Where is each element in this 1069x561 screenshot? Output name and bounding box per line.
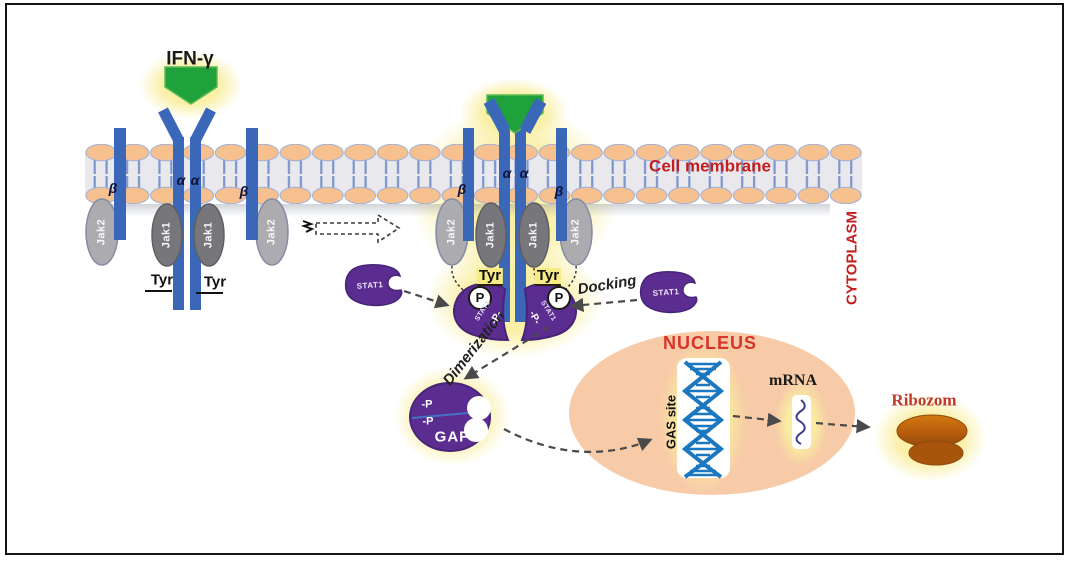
tyr-residue-label: Tyr [150,271,174,289]
receptor-beta-chain [246,128,258,240]
mrna-label: mRNA [769,372,817,389]
receptor-alpha-arm [483,98,511,134]
dna-strand [681,360,725,479]
cell-membrane-label: Cell membrane [649,156,771,176]
tyr-residue-label-active: Tyr [534,267,562,286]
active-receptor-complex [435,94,593,342]
alpha-chain-label: α [190,172,200,188]
activation-arrow [300,213,401,244]
gaf-notch [464,418,488,442]
inactive-receptor-complex [85,66,289,310]
gaf-notch [467,396,491,420]
tyr-residue-label-active: Tyr [476,267,504,286]
jak2-label: Jak2 [569,218,582,246]
jak1-label: Jak1 [527,221,540,249]
jak1-label: Jak1 [202,221,215,249]
tyr-residue-label: Tyr [203,273,227,291]
docking-arrow [569,297,638,313]
ribosome [896,414,968,466]
mrna-squiggle [795,399,806,445]
gaf-phospho-label: -P [422,415,434,428]
jak2-label: Jak2 [445,218,458,246]
gaf-label: GAF [434,428,470,446]
jak2-label: Jak2 [265,218,278,246]
beta-chain-label: β [239,183,249,199]
gaf-phospho-label: -P [421,398,433,411]
gas-site-label: GAS site [663,394,679,450]
transcription-arrow [732,412,782,427]
translation-arrow [815,418,871,434]
jak1-kinase [151,203,183,267]
receptor-alpha-arm [190,107,216,144]
ifn-gamma-label: IFN-γ [166,48,214,70]
gas-site-dna [677,358,730,479]
beta-chain-label: β [108,180,118,196]
alpha-chain-label: α [519,165,529,181]
stat1-recruit-arrow-left [403,289,450,309]
free-stat1-proteins [344,264,698,314]
jak1-kinase [193,203,225,267]
jak1-label: Jak1 [160,221,173,249]
ribozom-label: Ribozom [891,390,957,410]
gaf-complex [409,382,491,452]
jak1-kinase [475,202,507,268]
alpha-chain-label: α [502,165,512,181]
jak1-label: Jak1 [484,221,497,249]
receptor-beta-chain [114,128,126,240]
ribosome-small-subunit [908,440,964,466]
stat1-protein [639,271,698,314]
gaf-dimer-interface-line [411,412,469,419]
receptor-beta-chain [556,128,567,241]
stat1-protein [344,264,403,307]
phospho-p-circle: P [547,286,571,310]
receptor-beta-chain [463,128,474,241]
activation-arrow-outline [315,213,401,244]
dna-rungs [686,362,720,477]
phospho-p-circle: P [468,286,492,310]
receptor-alpha-arm [158,107,184,144]
activation-arrow-start-mark [300,220,315,233]
receptor-alpha-arm [519,98,547,134]
docked-stat1 [453,282,510,342]
ifn-gamma-ligand [164,66,218,105]
alpha-chain-label: α [176,172,186,188]
jak1-kinase [518,202,550,268]
mrna-transcript [792,395,811,449]
beta-chain-label: β [457,181,467,197]
process-arrows [403,289,871,453]
jak2-label: Jak2 [95,218,108,246]
beta-chain-label: β [554,183,564,199]
dna-strand [681,360,725,479]
gaf-to-nucleus-arrow [503,428,653,453]
tyr-underline [145,290,223,294]
nucleus-label: NUCLEUS [662,333,758,353]
cytoplasm-label: CYTOPLASM [843,211,861,305]
dimerization-arrow [463,326,550,380]
